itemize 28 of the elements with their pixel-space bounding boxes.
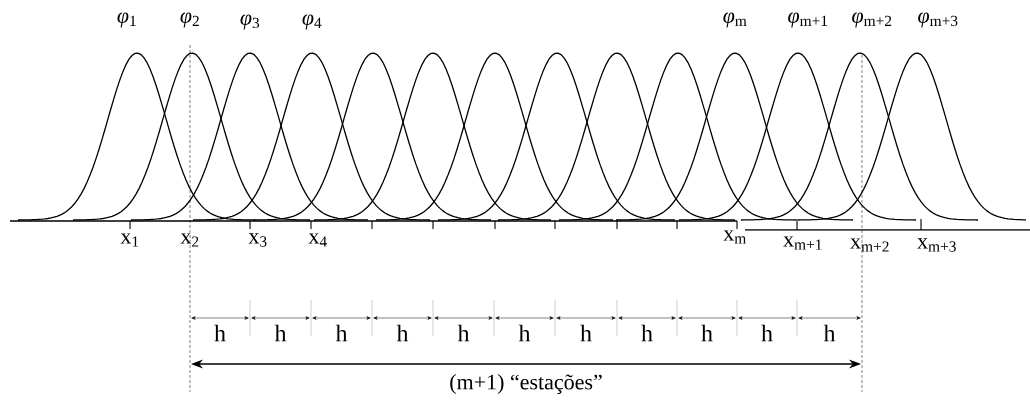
point-label: x$_{m+2}$ xyxy=(850,238,889,252)
dimension-label: (m+1) “estações” xyxy=(450,374,602,394)
curve-label: φ$_{m}$ xyxy=(723,12,747,28)
spacing-label: h xyxy=(457,324,470,342)
point-label: x$_{m}$ xyxy=(723,230,746,244)
curve-label: φ$_{2}$ xyxy=(180,12,199,28)
spacing-label: h xyxy=(518,324,531,342)
spacing-label: h xyxy=(641,324,653,342)
point-label: x$_{4}$ xyxy=(308,233,327,247)
spacing-label: h xyxy=(274,324,287,342)
point-label: x$_{2}$ xyxy=(180,233,199,247)
curve-label: φ$_{m+1}$ xyxy=(788,12,828,28)
curve-label: φ$_{m+3}$ xyxy=(918,12,958,28)
spacing-label: h xyxy=(396,324,409,342)
spacing-label: h xyxy=(335,324,348,342)
curve-label: φ$_{1}$ xyxy=(117,12,136,28)
spacing-label: h xyxy=(580,324,592,342)
spacing-label: h xyxy=(823,324,836,342)
point-label: x$_{1}$ xyxy=(120,233,139,247)
spacing-label: h xyxy=(761,324,773,342)
curve-label: φ$_{4}$ xyxy=(302,14,322,30)
point-label: x$_{m+3}$ xyxy=(917,238,956,252)
curve-label: φ$_{m+2}$ xyxy=(852,12,892,28)
spacing-label: h xyxy=(214,324,226,342)
spacing-label: h xyxy=(701,324,713,342)
curve-label: φ$_{3}$ xyxy=(240,14,260,30)
point-label: x$_{m+1}$ xyxy=(783,236,822,250)
point-label: x$_{3}$ xyxy=(248,233,267,247)
